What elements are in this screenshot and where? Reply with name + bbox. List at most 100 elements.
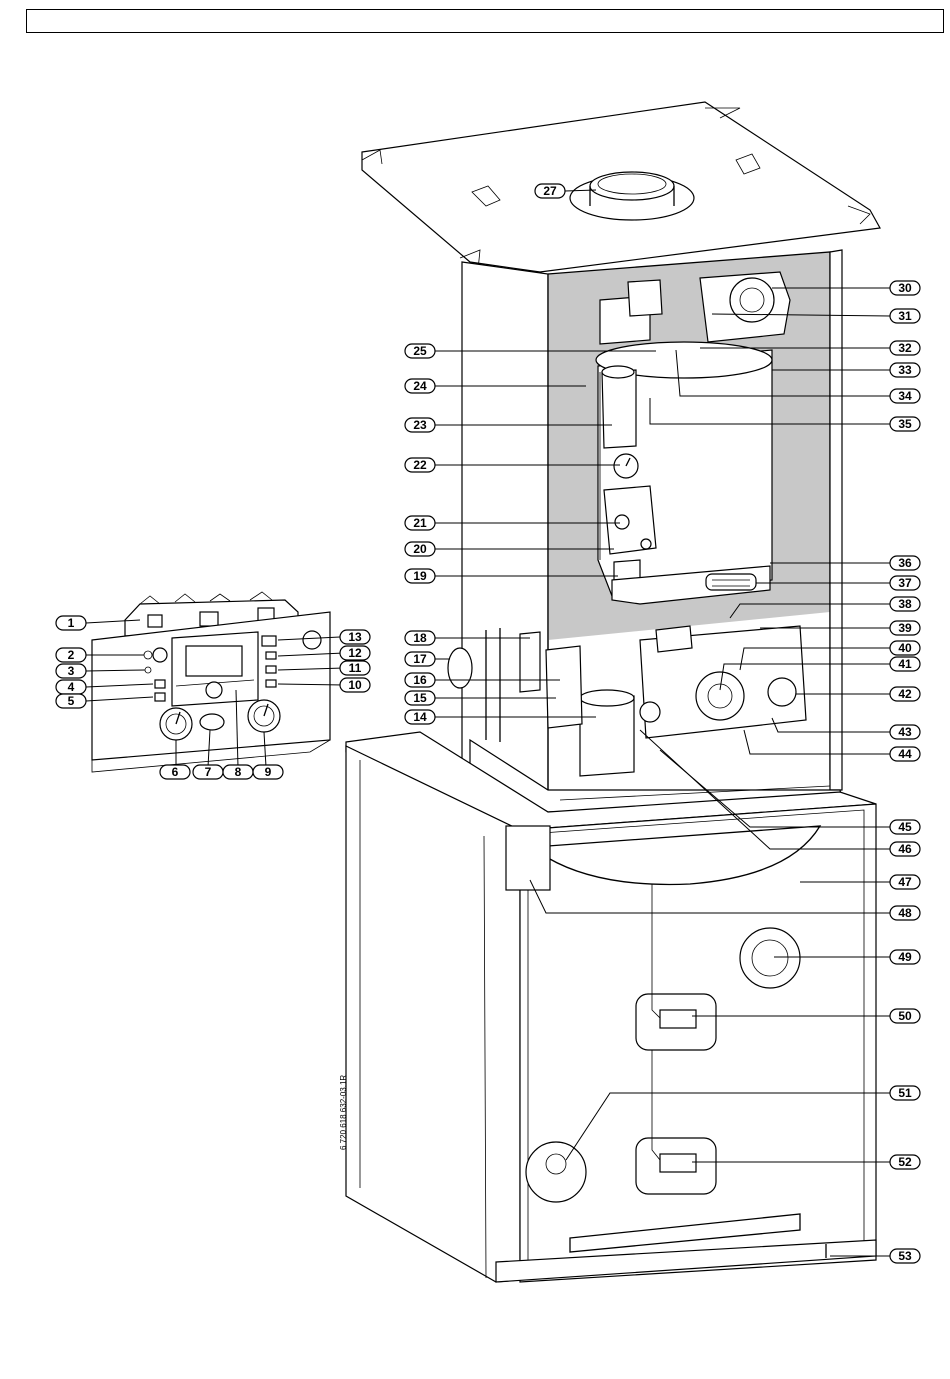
callout-16: 16	[405, 673, 435, 687]
callout-4: 4	[56, 680, 86, 694]
callout-34: 34	[890, 389, 920, 403]
callout-49: 49	[890, 950, 920, 964]
callout-label: 7	[205, 765, 212, 779]
callout-label: 18	[413, 631, 427, 645]
callout-3: 3	[56, 664, 86, 678]
callout-label: 24	[413, 379, 427, 393]
callout-39: 39	[890, 621, 920, 635]
callout-label: 17	[413, 652, 427, 666]
drawing-code: 6 720 618 632-03.1R	[339, 1075, 348, 1150]
callout-43: 43	[890, 725, 920, 739]
callout-label: 5	[68, 694, 75, 708]
callout-label: 33	[898, 363, 912, 377]
callout-2: 2	[56, 648, 86, 662]
callout-24: 24	[405, 379, 435, 393]
callout-label: 32	[898, 341, 912, 355]
callout-19: 19	[405, 569, 435, 583]
callout-label: 53	[898, 1249, 912, 1263]
callout-label: 37	[898, 576, 912, 590]
callout-label: 8	[235, 765, 242, 779]
boiler-stand	[346, 732, 876, 1282]
callout-label: 13	[348, 630, 362, 644]
callout-32: 32	[890, 341, 920, 355]
callout-5: 5	[56, 694, 86, 708]
callout-label: 23	[413, 418, 427, 432]
callout-label: 6	[172, 765, 179, 779]
callout-12: 12	[340, 646, 370, 660]
callout-35: 35	[890, 417, 920, 431]
callout-label: 4	[68, 680, 75, 694]
callout-42: 42	[890, 687, 920, 701]
callout-label: 27	[543, 184, 557, 198]
callout-label: 20	[413, 542, 427, 556]
callout-9: 9	[253, 765, 283, 779]
callout-15: 15	[405, 691, 435, 705]
callout-48: 48	[890, 906, 920, 920]
callout-14: 14	[405, 710, 435, 724]
callout-45: 45	[890, 820, 920, 834]
callout-label: 38	[898, 597, 912, 611]
callout-label: 2	[68, 648, 75, 662]
callout-label: 16	[413, 673, 427, 687]
callout-37: 37	[890, 576, 920, 590]
callout-23: 23	[405, 418, 435, 432]
callout-label: 50	[898, 1009, 912, 1023]
callout-label: 15	[413, 691, 427, 705]
callout-label: 12	[348, 646, 362, 660]
callout-label: 45	[898, 820, 912, 834]
callout-52: 52	[890, 1155, 920, 1169]
callout-41: 41	[890, 657, 920, 671]
callout-22: 22	[405, 458, 435, 472]
callout-label: 39	[898, 621, 912, 635]
callout-label: 46	[898, 842, 912, 856]
callout-21: 21	[405, 516, 435, 530]
control-panel	[92, 592, 330, 772]
callout-38: 38	[890, 597, 920, 611]
callout-label: 19	[413, 569, 427, 583]
callout-30: 30	[890, 281, 920, 295]
callout-label: 47	[898, 875, 912, 889]
callout-13: 13	[340, 630, 370, 644]
callout-label: 35	[898, 417, 912, 431]
callout-36: 36	[890, 556, 920, 570]
callout-label: 22	[413, 458, 427, 472]
callout-label: 44	[898, 747, 912, 761]
callout-25: 25	[405, 344, 435, 358]
callout-40: 40	[890, 641, 920, 655]
callout-20: 20	[405, 542, 435, 556]
callout-label: 14	[413, 710, 427, 724]
callout-label: 31	[898, 309, 912, 323]
callout-label: 52	[898, 1155, 912, 1169]
callout-7: 7	[193, 765, 223, 779]
callout-10: 10	[340, 678, 370, 692]
callout-46: 46	[890, 842, 920, 856]
callout-17: 17	[405, 652, 435, 666]
callout-31: 31	[890, 309, 920, 323]
callout-50: 50	[890, 1009, 920, 1023]
callout-8: 8	[223, 765, 253, 779]
callout-label: 34	[898, 389, 912, 403]
callout-label: 1	[68, 616, 75, 630]
callout-11: 11	[340, 661, 370, 675]
callout-label: 49	[898, 950, 912, 964]
callout-53: 53	[890, 1249, 920, 1263]
callout-27: 27	[535, 184, 565, 198]
callout-label: 25	[413, 344, 427, 358]
callout-33: 33	[890, 363, 920, 377]
callout-label: 42	[898, 687, 912, 701]
callout-label: 21	[413, 516, 427, 530]
callout-18: 18	[405, 631, 435, 645]
callout-51: 51	[890, 1086, 920, 1100]
callout-label: 10	[348, 678, 362, 692]
callout-label: 9	[265, 765, 272, 779]
callout-label: 43	[898, 725, 912, 739]
callout-6: 6	[160, 765, 190, 779]
callout-label: 36	[898, 556, 912, 570]
callout-label: 40	[898, 641, 912, 655]
boiler-cabinet	[362, 102, 880, 816]
callout-label: 41	[898, 657, 912, 671]
callout-47: 47	[890, 875, 920, 889]
callout-1: 1	[56, 616, 86, 630]
callout-label: 3	[68, 664, 75, 678]
